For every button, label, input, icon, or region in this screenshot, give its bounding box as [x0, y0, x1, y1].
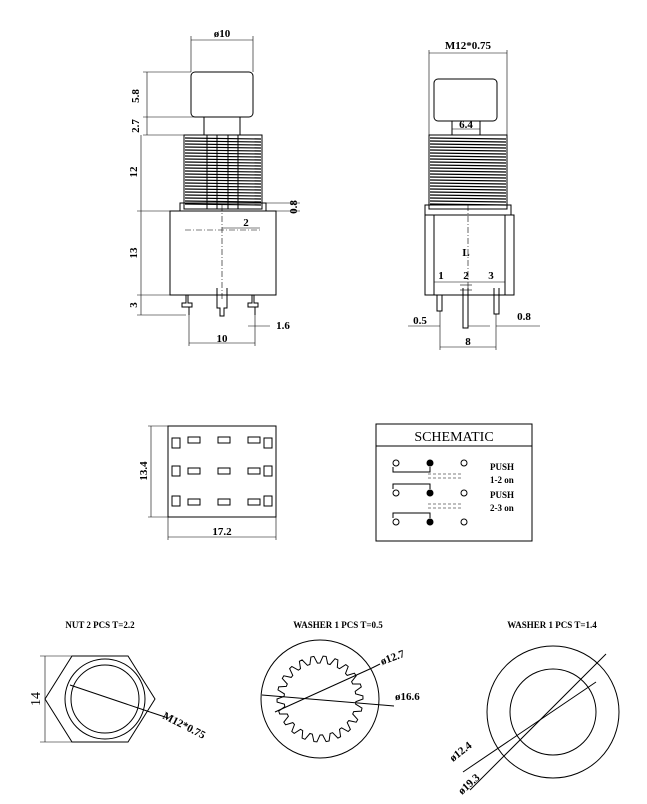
washer2-drawing: WASHER 1 PCS T=1.4 ø12.4 ø19.3 — [447, 620, 620, 797]
front-pins — [181, 288, 259, 317]
nut-drawing: NUT 2 PCS T=2.2 14 M12*0.75 — [29, 620, 208, 743]
dim-shaft-w: 6.4 — [459, 119, 473, 131]
nut-height: 14 — [29, 692, 44, 706]
bottom-outline — [167, 425, 277, 518]
front-collar — [203, 116, 241, 136]
dim-center-off: 2 — [243, 217, 249, 229]
schematic-title: SCHEMATIC — [414, 430, 493, 445]
nut-thread: M12*0.75 — [161, 710, 208, 742]
schematic-box: SCHEMATIC PUSH 1-2 on PUSH 2-3 on — [375, 423, 533, 542]
dim-cap-dia: ø10 — [214, 28, 231, 40]
front-view: ø10 5.8 2.7 12 0.8 2 13 3 1.6 10 — [128, 28, 300, 346]
l-mark: L — [462, 247, 469, 259]
front-thread-body — [183, 134, 263, 210]
pin-2: 2 — [463, 270, 469, 282]
bottom-view: 13.4 17.2 — [138, 425, 277, 540]
pin-3: 3 — [488, 270, 494, 282]
washer1-drawing: WASHER 1 PCS T=0.5 ø12.7 ø16.6 — [260, 620, 420, 759]
dim-pin-span-side: 8 — [465, 336, 471, 348]
schematic-state-2: 2-3 on — [490, 503, 514, 513]
dim-body-h: 13 — [128, 247, 140, 259]
dim-thread-spec-side: M12*0.75 — [445, 40, 492, 52]
nut-label: NUT 2 PCS T=2.2 — [65, 620, 135, 630]
dim-gap: 0.8 — [288, 200, 300, 214]
dim-pin-w: 1.6 — [276, 320, 290, 332]
washer1-inner: ø12.7 — [379, 648, 407, 668]
washer2-inner: ø12.4 — [447, 739, 474, 764]
side-cap — [433, 78, 498, 122]
front-housing — [169, 210, 277, 296]
washer2-label: WASHER 1 PCS T=1.4 — [507, 620, 597, 630]
front-cap — [190, 71, 254, 118]
pin-1: 1 — [438, 270, 444, 282]
dim-thread-len: 12 — [128, 166, 140, 178]
washer1-label: WASHER 1 PCS T=0.5 — [293, 620, 383, 630]
dim-bottom-h: 13.4 — [138, 461, 150, 481]
schematic-push-2: PUSH — [490, 490, 514, 500]
washer2-outer: ø19.3 — [456, 771, 483, 797]
washer1-outer: ø16.6 — [395, 691, 420, 703]
front-threads — [184, 137, 262, 206]
dim-pin-05: 0.5 — [413, 315, 427, 327]
dim-bottom-w: 17.2 — [212, 526, 232, 538]
dim-pin-08: 0.8 — [517, 311, 531, 323]
bottom-pads — [171, 436, 273, 507]
side-view: L 1 2 3 M12*0.75 6.4 0.5 0.8 8 — [408, 40, 540, 350]
dim-pin-span-front: 10 — [217, 333, 229, 345]
schematic-state-1: 1-2 on — [490, 475, 514, 485]
side-housing — [424, 214, 515, 296]
schematic-push-1: PUSH — [490, 462, 514, 472]
dim-cap-h: 5.8 — [130, 89, 142, 103]
dim-collar-h: 2.7 — [130, 119, 142, 133]
dim-pin-h: 3 — [128, 302, 140, 308]
side-threads — [429, 137, 507, 206]
